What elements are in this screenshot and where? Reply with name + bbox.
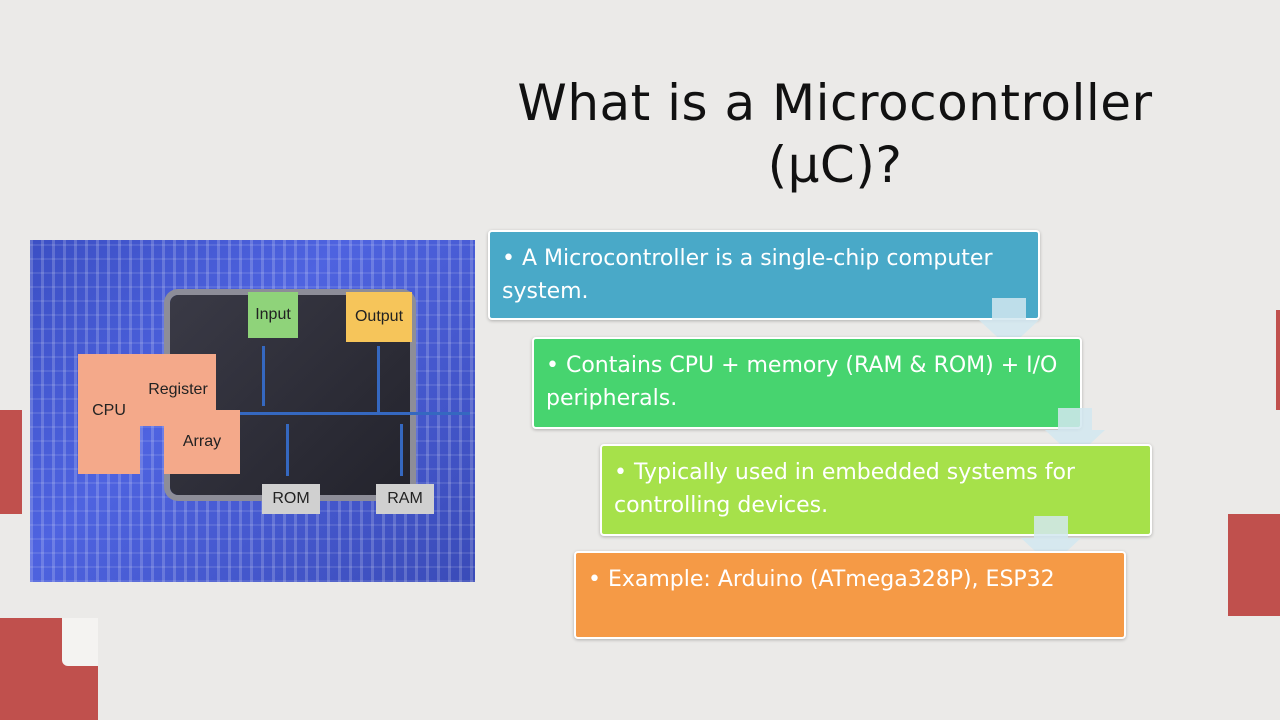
bullet-text-3: • Typically used in embedded systems for…	[614, 460, 1075, 518]
cpu-label: CPU	[92, 402, 126, 419]
decor-block-right	[1228, 514, 1280, 616]
array-box: Array	[164, 410, 240, 474]
array-label: Array	[182, 433, 222, 450]
decor-block-left-bottom-card	[62, 618, 98, 666]
decor-line-right	[1276, 310, 1280, 410]
title-line-1: What is a Microcontroller	[517, 74, 1153, 132]
bullet-text-1: • A Microcontroller is a single-chip com…	[502, 246, 993, 304]
input-arrow	[262, 346, 265, 406]
decor-block-left-mid	[0, 410, 22, 514]
microcontroller-diagram: Input Output CPU Register Array ROM RAM	[30, 240, 475, 582]
title-line-2: (μC)?	[767, 136, 903, 194]
register-label: Register	[148, 381, 208, 398]
output-label: Output	[354, 308, 404, 325]
flow-arrow-1-stem	[992, 298, 1026, 320]
rom-arrow	[286, 424, 289, 476]
rom-label: ROM	[272, 490, 310, 507]
ram-label: RAM	[387, 490, 423, 507]
bullet-box-3: • Typically used in embedded systems for…	[600, 444, 1152, 536]
ram-box: RAM	[376, 484, 434, 514]
bullet-text-2: • Contains CPU + memory (RAM & ROM) + I/…	[546, 353, 1058, 411]
bullet-box-2: • Contains CPU + memory (RAM & ROM) + I/…	[532, 337, 1082, 429]
bullet-text-4: • Example: Arduino (ATmega328P), ESP32	[588, 567, 1055, 592]
flow-arrow-3-stem	[1034, 516, 1068, 538]
output-box: Output	[346, 292, 412, 342]
output-arrow	[377, 346, 380, 414]
ram-arrow	[400, 424, 403, 476]
input-box: Input	[248, 292, 298, 338]
bullet-box-1: • A Microcontroller is a single-chip com…	[488, 230, 1040, 320]
bus-line	[240, 412, 470, 415]
slide-title: What is a Microcontroller (μC)?	[500, 72, 1170, 196]
rom-box: ROM	[262, 484, 320, 514]
flow-arrow-2-stem	[1058, 408, 1092, 430]
bullet-box-4: • Example: Arduino (ATmega328P), ESP32	[574, 551, 1126, 639]
cpu-box: CPU	[78, 354, 140, 474]
input-label: Input	[255, 306, 291, 323]
